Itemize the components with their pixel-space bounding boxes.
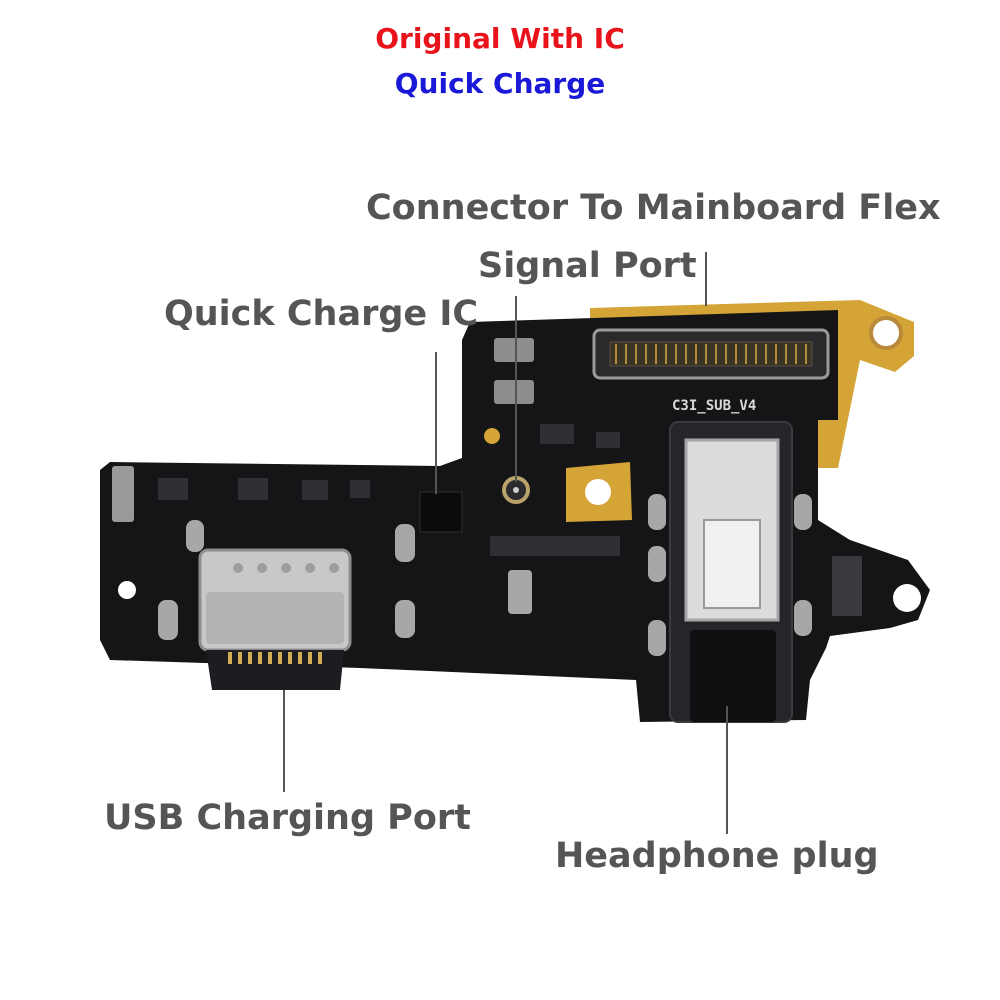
usb-port-mouth [206, 650, 344, 690]
callout-signal-port: Signal Port [478, 246, 697, 286]
screw-hole [585, 479, 611, 505]
callout-mainboard-connector: Connector To Mainboard Flex [366, 188, 941, 228]
smd-components [158, 424, 620, 556]
headphone-jack-opening [690, 630, 776, 722]
board-silkscreen-label: C3I_SUB_V4 [672, 398, 756, 414]
spring-contact-left [112, 466, 134, 522]
quick-charge-ic [419, 491, 463, 533]
headline-original-with-ic: Original With IC [375, 22, 625, 55]
mounting-hole-top-right [869, 316, 903, 350]
connector-pin-strip [609, 341, 813, 367]
callout-leader-lines [283, 252, 728, 834]
callout-headphone-plug: Headphone plug [555, 836, 879, 876]
mounting-hole-left [118, 581, 136, 599]
spring-contact-1 [494, 338, 534, 362]
usb-port-pins [228, 652, 322, 664]
usb-port-shell-shade [206, 592, 344, 644]
shield-tabs [158, 494, 812, 656]
callout-quick-charge-ic: Quick Charge IC [164, 294, 479, 334]
signal-port-center [513, 487, 519, 493]
qr-code-label [832, 556, 862, 616]
mounting-hole-right-ear [893, 584, 921, 612]
usb-shell-dimples [233, 563, 339, 573]
callout-usb-charging-port: USB Charging Port [104, 798, 471, 838]
connector-pins [615, 344, 807, 364]
gold-test-pad [484, 428, 500, 444]
headphone-jack-contact [703, 519, 761, 609]
headline-quick-charge: Quick Charge [394, 67, 606, 100]
spring-contact-2 [494, 380, 534, 404]
